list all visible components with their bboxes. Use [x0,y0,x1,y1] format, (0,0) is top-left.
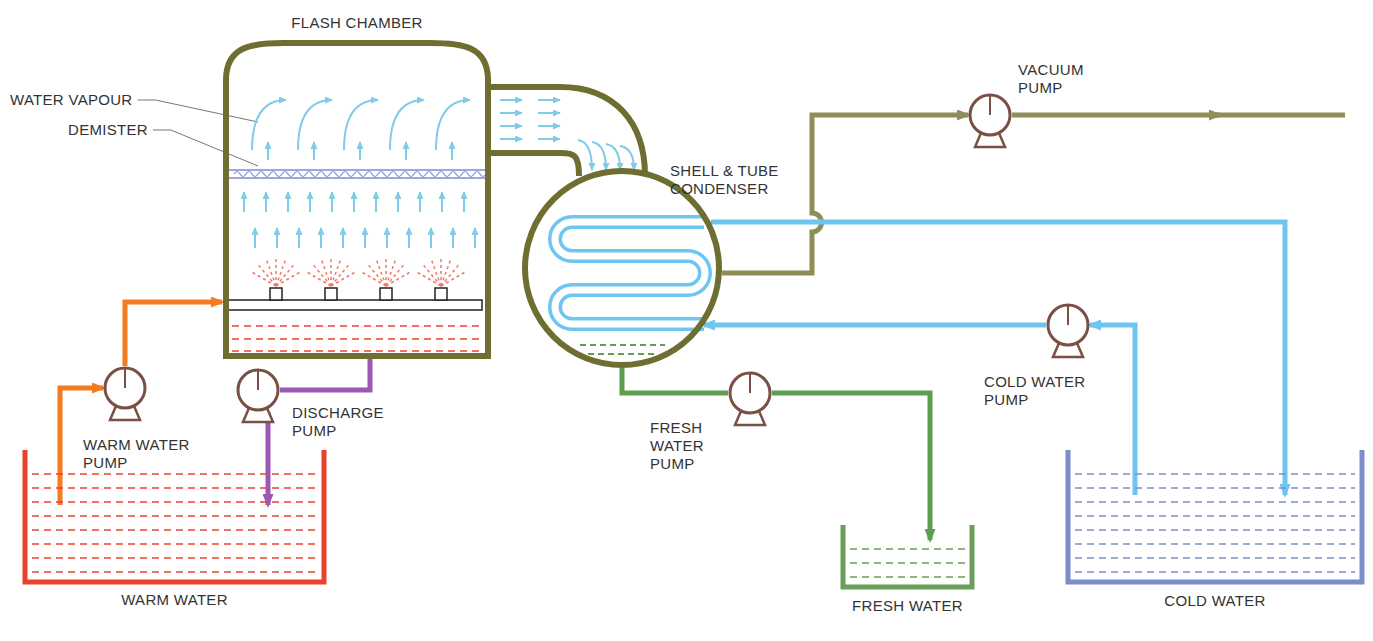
warm-water-pump: WARM WATER PUMP [103,366,147,410]
pipe-connector [1090,325,1135,495]
node-label: FRESH WATER [820,597,995,615]
part-label: DEMISTER [68,121,148,139]
pipe-connector [280,358,370,390]
node-label: COLD WATER PUMP [984,373,1109,409]
pipe-connector [711,222,1285,495]
discharge-pump: DISCHARGE PUMP [236,368,280,412]
node-label: DISCHARGE PUMP [292,404,392,440]
fresh-water-tank: FRESH WATER [840,525,975,590]
leader-line [153,130,258,166]
condenser-tube-coil [555,222,705,324]
node-label: WARM WATER [22,591,327,609]
cold-water-pump: COLD WATER PUMP [1046,303,1090,347]
pump-outline [968,93,1012,137]
leader-line [138,100,259,122]
chamber-outline [222,40,492,358]
condenser: SHELL & TUBE CONDENSER [522,168,722,368]
node-label: COLD WATER [1065,592,1365,610]
node-label: VACUUM PUMP [1018,61,1098,97]
fresh-water-pump: FRESH WATER PUMP [728,371,772,415]
pipe-connector [486,120,612,176]
tank-outline [1065,450,1365,585]
flow-strokes [138,100,635,300]
warm-water-tank: WARM WATER [22,450,327,585]
node-label: FLASH CHAMBER [222,14,492,32]
pump-outline [728,371,772,415]
pipe-connector [772,393,930,540]
chamber-water [232,326,484,351]
pump-outline [236,368,280,412]
pipe-connector [622,368,728,393]
circle-outline [522,168,722,368]
vacuum-pump: VACUUM PUMP [968,93,1012,137]
tank-outline [22,450,327,585]
vacuum-outlet [1012,115,1345,116]
pipe-connector [125,302,222,366]
part-label: WATER VAPOUR [10,91,133,109]
pipe-connector [704,325,1046,326]
pump-outline [103,366,147,410]
pipe-connector [268,412,269,505]
node-label: WARM WATER PUMP [83,436,193,472]
cold-water-tank: COLD WATER [1065,450,1365,585]
demister-mesh [228,170,487,178]
flash-chamber: FLASH CHAMBER [222,40,492,358]
node-label: SHELL & TUBE CONDENSER [670,162,790,198]
pump-outline [1046,303,1090,347]
tank-outline [840,525,975,590]
node-label: FRESH WATER PUMP [650,419,714,473]
condensate-water [580,345,665,354]
spray-plate [228,300,482,310]
